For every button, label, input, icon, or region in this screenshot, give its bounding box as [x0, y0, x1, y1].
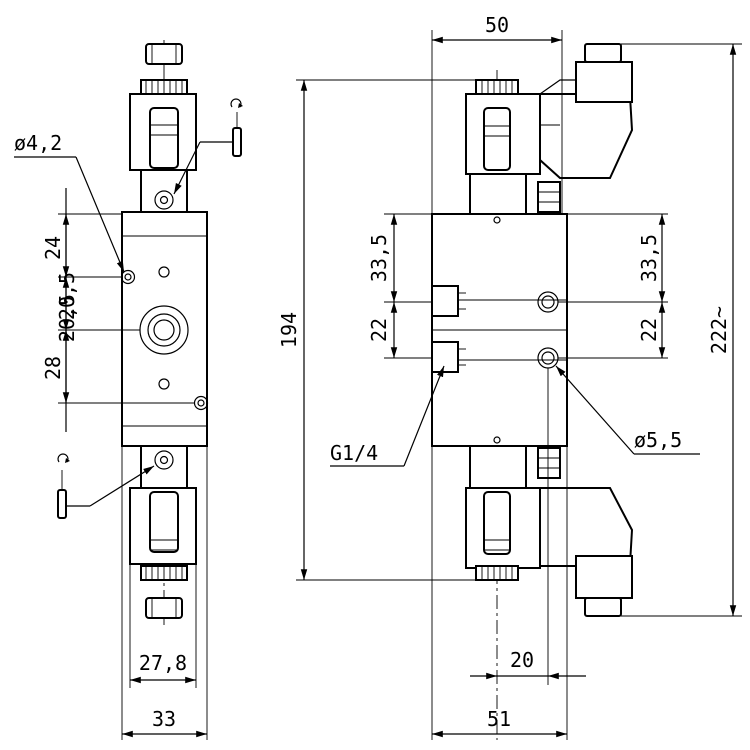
dim-50: 50	[485, 13, 509, 37]
dim-20-5-lower: 20,5	[55, 294, 79, 342]
dim-20-5-upper: 20,5	[55, 272, 79, 320]
manual-override-icon	[230, 98, 243, 157]
dim-222: 222~	[707, 306, 731, 354]
dim-28: 28	[41, 356, 65, 380]
manual-override-icon	[57, 453, 70, 519]
dim-27-8: 27,8	[139, 651, 187, 675]
dim-dia-4-2: ø4,2	[14, 131, 62, 155]
dim-dia-5-5: ø5,5	[634, 428, 682, 452]
dim-20: 20	[510, 648, 534, 672]
dim-33-5-right: 33,5	[637, 234, 661, 282]
right-front-view: 50 194 33,5 22 33,5 22 222~ G1/4	[277, 13, 742, 740]
left-side-view: 24 20,5 20,5 20,5 28 ø4,2 27,8	[14, 40, 243, 740]
dim-g1-4: G1/4	[330, 441, 378, 465]
dim-33-5-left: 33,5	[367, 234, 391, 282]
dim-22-right: 22	[637, 318, 661, 342]
dim-22-left: 22	[367, 318, 391, 342]
dim-24: 24	[41, 236, 65, 260]
dim-51: 51	[487, 707, 511, 731]
dim-33: 33	[152, 707, 176, 731]
dim-194: 194	[277, 312, 301, 348]
